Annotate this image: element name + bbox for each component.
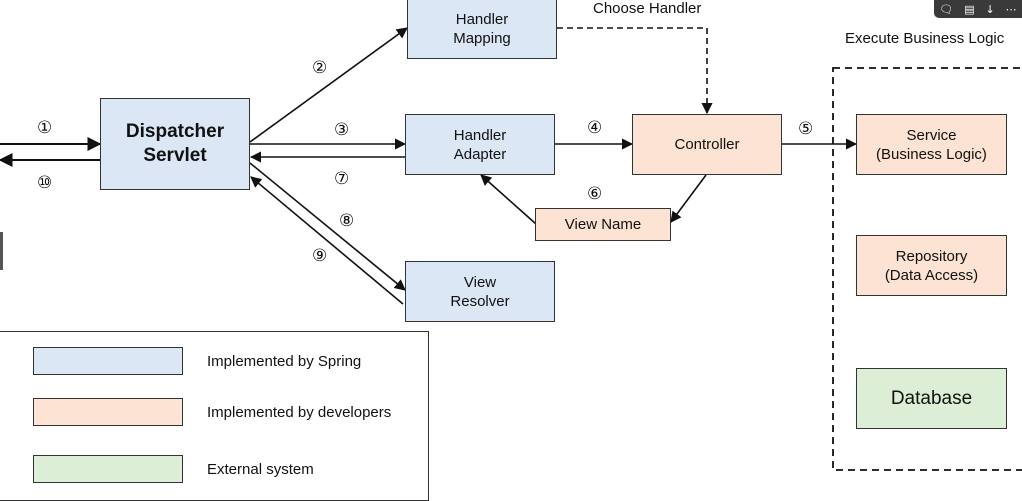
repository-line-2: (Data Access) xyxy=(884,266,979,284)
view-name-node: View Name xyxy=(535,208,671,241)
dispatcher-line-2: Servlet xyxy=(143,145,207,166)
view-name-label: View Name xyxy=(564,216,642,233)
controller-node: Controller xyxy=(632,114,782,175)
choose-handler-label: Choose Handler xyxy=(593,0,702,17)
legend-swatch-external xyxy=(33,455,183,483)
dispatcher-line-1: Dispatcher xyxy=(125,121,225,142)
step-5-label: ⑤ xyxy=(798,119,814,139)
step-6-label: ⑥ xyxy=(587,184,603,204)
step-8-label: ⑧ xyxy=(339,211,355,231)
legend-label-spring: Implemented by Spring xyxy=(207,353,362,370)
step-1-label: ① xyxy=(37,118,53,138)
legend-label-developers: Implemented by developers xyxy=(207,404,392,421)
legend-label-external: External system xyxy=(207,461,314,478)
side-scroll-handle[interactable] xyxy=(0,232,3,270)
view-resolver-line-2: Resolver xyxy=(450,292,510,310)
step-3-label: ③ xyxy=(334,120,350,140)
handler-adapter-line-2: Adapter xyxy=(453,145,507,163)
comment-icon[interactable]: 🗨 xyxy=(939,2,954,16)
business-logic-group xyxy=(832,67,1022,471)
legend: Implemented by Spring Implemented by dev… xyxy=(0,331,429,501)
controller-label: Controller xyxy=(674,136,740,153)
service-line-1: Service xyxy=(906,126,957,144)
service-node: Service (Business Logic) xyxy=(856,114,1007,175)
handler-adapter-line-1: Handler xyxy=(453,126,507,144)
execute-business-logic-label: Execute Business Logic xyxy=(845,30,1005,47)
database-node: Database xyxy=(856,368,1007,429)
arrow-step-8 xyxy=(249,162,406,291)
legend-swatch-spring xyxy=(33,347,183,375)
service-line-2: (Business Logic) xyxy=(876,145,987,163)
diagram-toolbar: 🗨 ▤ ↓ ⋯ xyxy=(934,0,1022,18)
arrow-choose-handler xyxy=(557,27,713,115)
arrow-controller-view-name xyxy=(670,174,707,223)
view-resolver-node: View Resolver xyxy=(405,261,555,322)
repository-line-1: Repository xyxy=(895,247,968,265)
handler-mapping-line-1: Handler xyxy=(455,10,509,28)
arrow-step-2 xyxy=(249,27,408,143)
arrow-step-9 xyxy=(250,176,404,305)
repository-node: Repository (Data Access) xyxy=(856,235,1007,296)
step-2-label: ② xyxy=(312,58,328,78)
step-10-label: ⑩ xyxy=(37,173,53,193)
present-icon[interactable]: ▤ xyxy=(964,2,975,16)
step-9-label: ⑨ xyxy=(312,246,328,266)
step-7-label: ⑦ xyxy=(334,169,350,189)
download-icon[interactable]: ↓ xyxy=(985,2,995,16)
step-4-label: ④ xyxy=(587,118,603,138)
arrow-step-6 xyxy=(480,174,537,225)
database-label: Database xyxy=(890,388,973,409)
dispatcher-servlet-node: Dispatcher Servlet xyxy=(100,98,250,190)
connector-layer xyxy=(0,27,1022,471)
handler-mapping-line-2: Mapping xyxy=(453,29,511,47)
more-icon[interactable]: ⋯ xyxy=(1005,2,1017,16)
view-resolver-line-1: View xyxy=(463,273,497,291)
handler-mapping-node: Handler Mapping xyxy=(407,0,557,59)
legend-swatch-developers xyxy=(33,398,183,426)
handler-adapter-node: Handler Adapter xyxy=(405,114,555,175)
